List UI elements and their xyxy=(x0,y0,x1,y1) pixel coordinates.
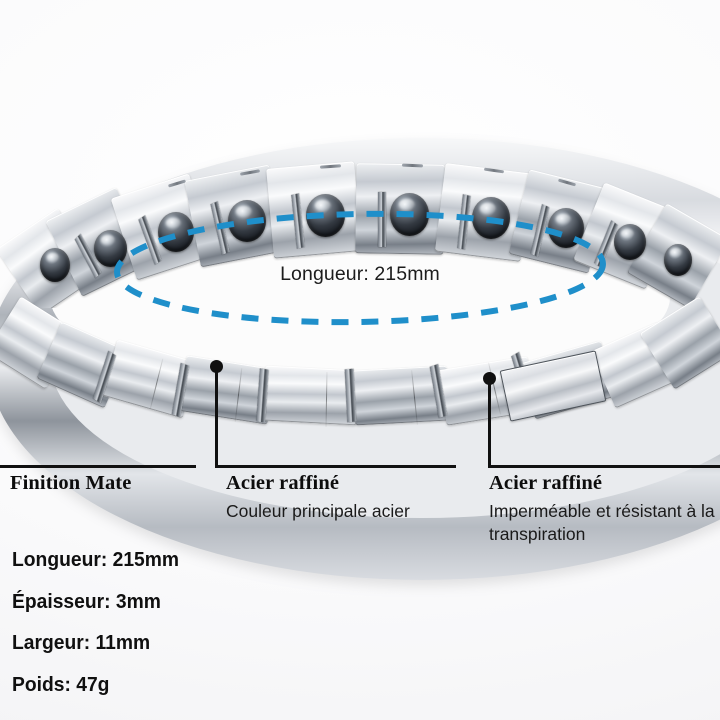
length-label: Longueur: 215mm xyxy=(280,263,440,285)
specification-list: Longueur: 215mm Épaisseur: 3mm Largeur: … xyxy=(12,548,312,716)
spec-thickness: Épaisseur: 3mm xyxy=(12,589,161,613)
callout-finition-mate: Finition Mate xyxy=(10,472,200,496)
callout-dot-2 xyxy=(210,360,223,373)
callout-description: Couleur principale acier xyxy=(226,500,410,521)
callout-rule-1 xyxy=(0,465,196,468)
callout-title: Finition Mate xyxy=(10,472,132,494)
callout-dot-3 xyxy=(483,372,496,385)
callout-leader-2 xyxy=(215,372,218,468)
callout-acier-raffine-couleur: Acier raffiné Couleur principale acier xyxy=(226,472,476,523)
callout-title: Acier raffiné xyxy=(489,472,603,494)
spec-length: Longueur: 215mm xyxy=(12,548,180,571)
callout-description: Imperméable et résistant à la transpirat… xyxy=(489,500,715,544)
callout-text-columns: Finition Mate Acier raffiné Couleur prin… xyxy=(0,472,720,592)
callout-acier-raffine-impermeable: Acier raffiné Imperméable et résistant à… xyxy=(489,472,720,545)
spec-width: Largeur: 11mm xyxy=(12,631,151,654)
callout-title: Acier raffiné xyxy=(226,472,340,494)
callout-leader-3 xyxy=(488,384,491,468)
bracelet-product-image xyxy=(0,138,720,518)
callout-rule-2 xyxy=(215,465,456,468)
spec-weight: Poids: 47g xyxy=(12,672,110,696)
callout-rule-3 xyxy=(488,465,720,468)
bracelet-lower-links xyxy=(0,288,720,456)
